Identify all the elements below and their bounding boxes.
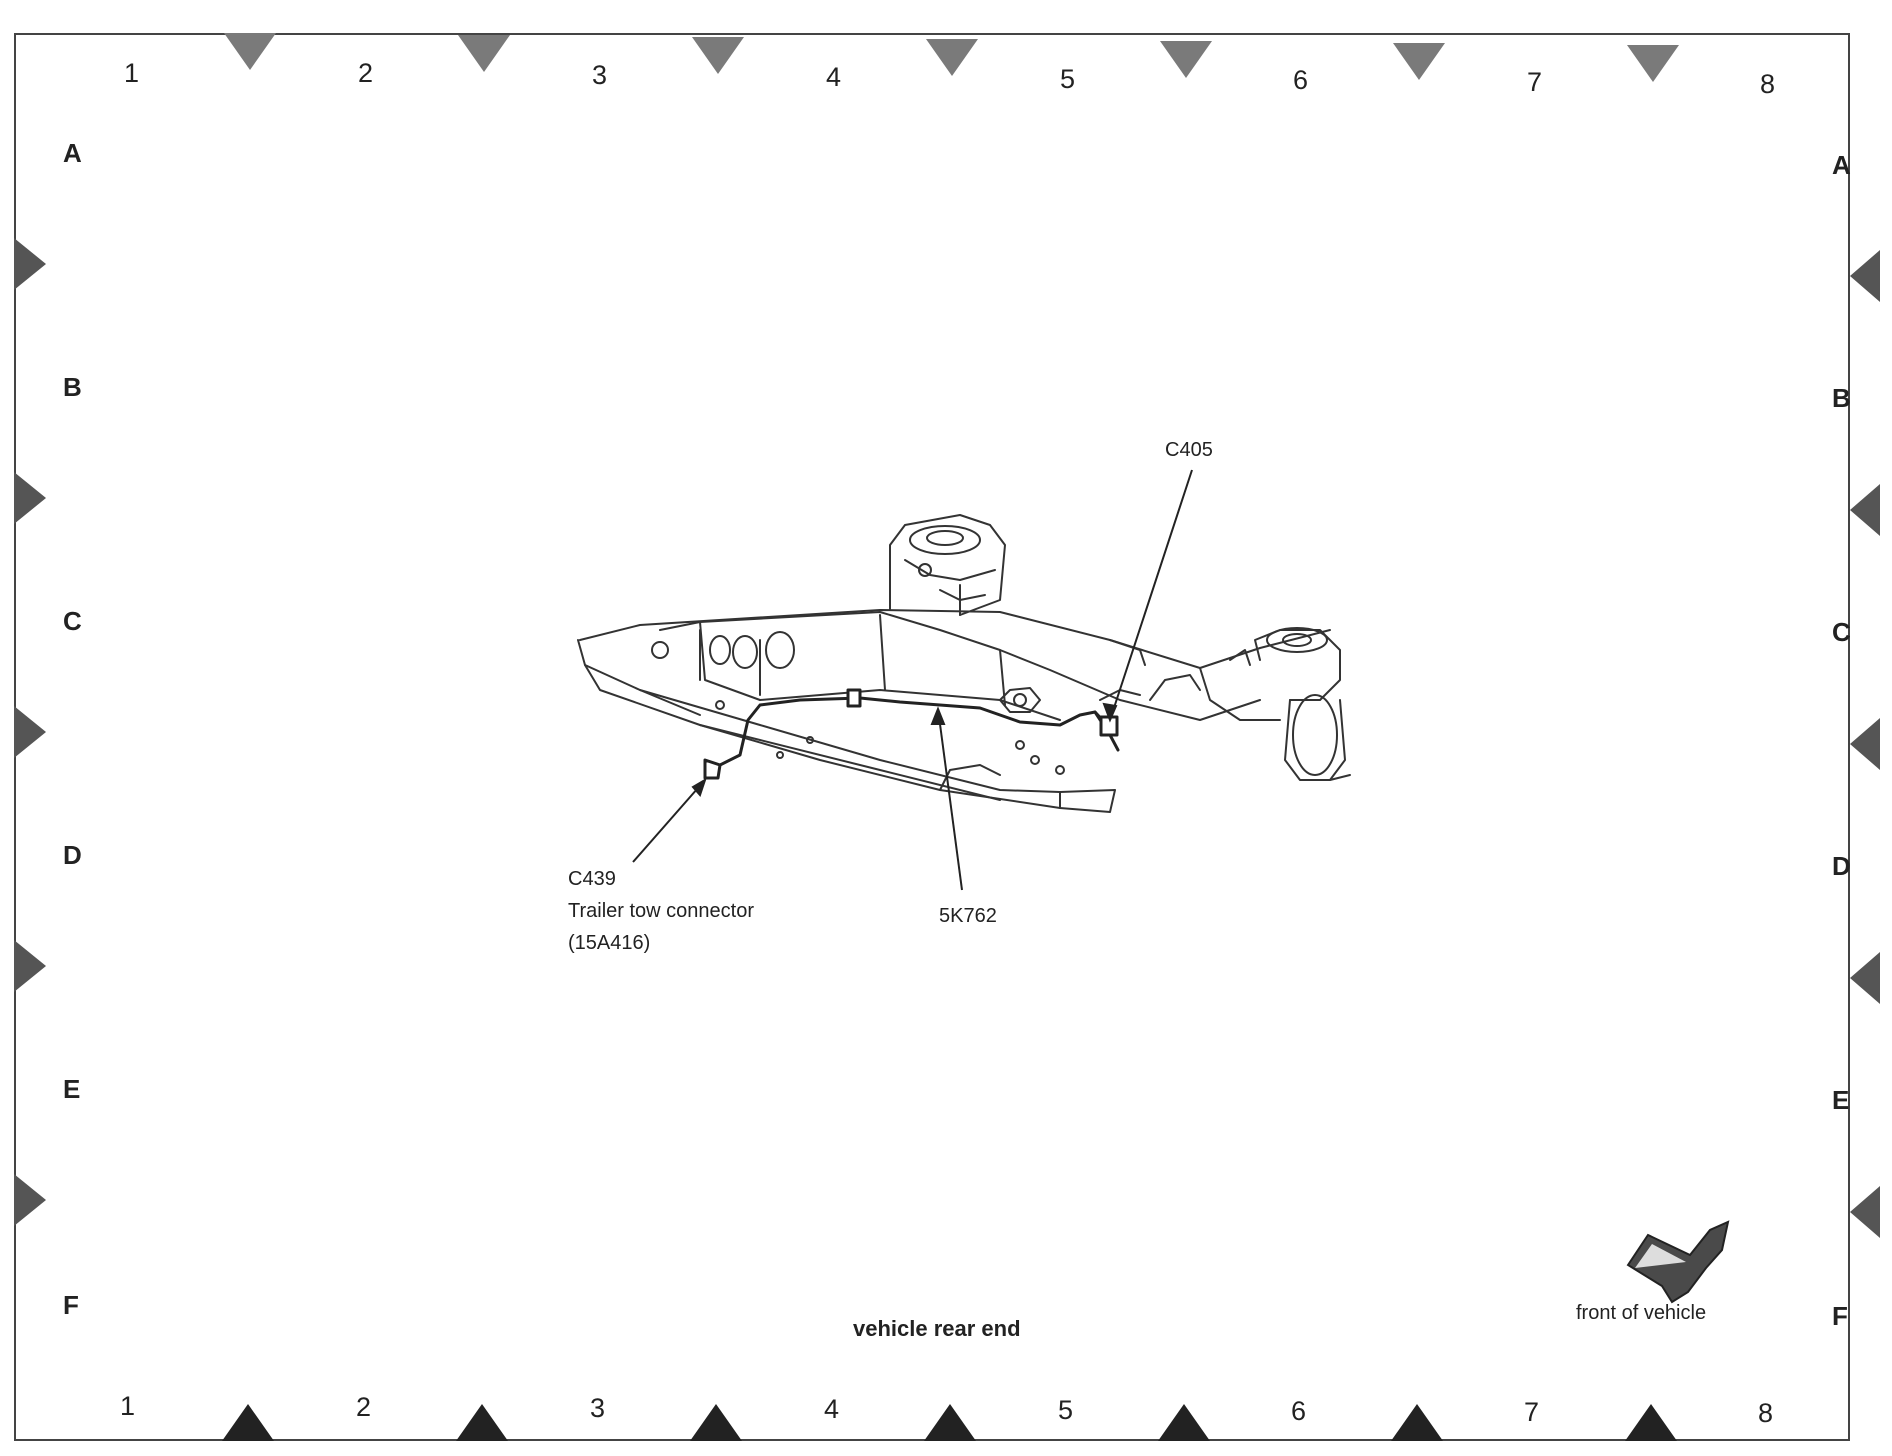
grid-col-top-2: 2 — [358, 58, 374, 88]
grid-row-right-e: E — [1832, 1085, 1850, 1115]
grid-col-bottom-2: 2 — [356, 1392, 372, 1422]
leader-lines — [632, 469, 1193, 891]
left-grid-markers — [14, 238, 46, 1226]
callout-5k762: 5K762 — [939, 905, 997, 927]
rear-frame-illustration — [577, 514, 1351, 813]
grid-col-top-5: 5 — [1060, 64, 1076, 94]
callout-c439-part-number: (15A416) — [568, 932, 651, 954]
grid-row-right-d: D — [1832, 851, 1851, 881]
grid-col-bottom-1: 1 — [120, 1391, 136, 1421]
diagram-sheet — [14, 33, 1850, 1441]
grid-row-left-e: E — [63, 1074, 81, 1104]
grid-row-left-b: B — [63, 372, 82, 402]
grid-col-top-3: 3 — [592, 60, 608, 90]
top-grid-markers — [224, 33, 1679, 82]
grid-row-left-f: F — [63, 1290, 79, 1320]
callout-c439-description: Trailer tow connector — [568, 900, 754, 922]
grid-col-top-1: 1 — [124, 58, 140, 88]
callout-c405: C405 — [1165, 439, 1213, 461]
front-of-vehicle-arrow — [1626, 1220, 1730, 1304]
grid-col-top-6: 6 — [1293, 65, 1309, 95]
grid-row-right-c: C — [1832, 617, 1851, 647]
grid-row-left-c: C — [63, 606, 82, 636]
callout-c439: C439 — [568, 868, 616, 890]
grid-col-top-4: 4 — [826, 62, 842, 92]
grid-col-bottom-3: 3 — [590, 1393, 606, 1423]
grid-col-bottom-7: 7 — [1524, 1397, 1540, 1427]
grid-col-bottom-6: 6 — [1291, 1396, 1307, 1426]
harness-5k762-wire — [703, 688, 1120, 780]
grid-col-bottom-4: 4 — [824, 1394, 840, 1424]
right-grid-markers — [1850, 250, 1880, 1238]
grid-col-bottom-5: 5 — [1058, 1395, 1074, 1425]
grid-col-top-8: 8 — [1760, 69, 1776, 99]
grid-row-right-a: A — [1832, 150, 1851, 180]
caption-front-of-vehicle: front of vehicle — [1576, 1302, 1707, 1324]
grid-row-left-a: A — [63, 138, 82, 168]
grid-row-left-d: D — [63, 840, 82, 870]
caption-vehicle-rear-end: vehicle rear end — [853, 1316, 1021, 1341]
grid-row-right-f: F — [1832, 1301, 1848, 1331]
bottom-grid-markers — [222, 1404, 1677, 1441]
grid-row-right-b: B — [1832, 383, 1851, 413]
grid-col-bottom-8: 8 — [1758, 1398, 1774, 1428]
grid-col-top-7: 7 — [1527, 67, 1543, 97]
